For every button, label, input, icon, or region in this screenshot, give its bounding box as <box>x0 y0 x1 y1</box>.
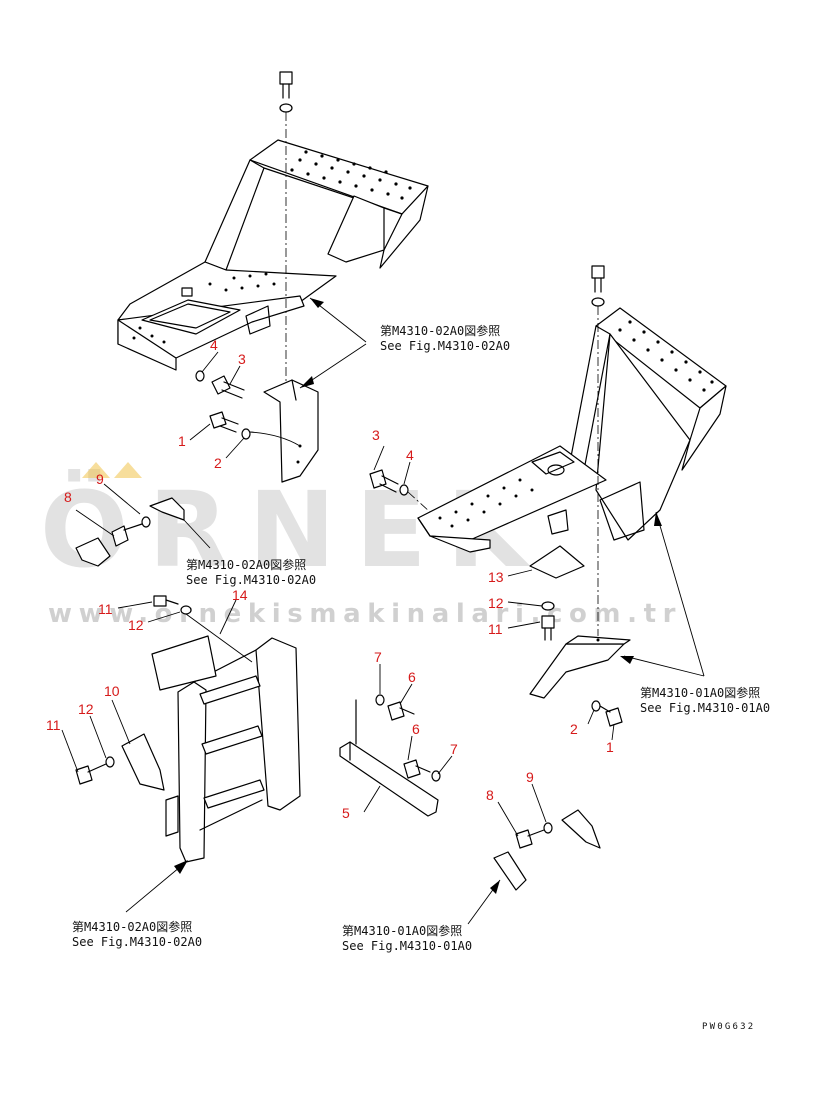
callout-1-left: 1 <box>178 433 186 449</box>
callout-8-left: 8 <box>64 489 72 505</box>
reference-note-bottom-center: 第M4310-01A0図参照 See Fig.M4310-01A0 <box>342 924 472 954</box>
right-floor-holes <box>438 478 534 528</box>
callout-3-top: 3 <box>238 351 246 367</box>
watermark-url: www.ornekismakinalari.com.tr <box>48 599 683 629</box>
callout-7-top: 7 <box>374 649 382 665</box>
reference-en: See Fig.M4310-01A0 <box>640 701 771 715</box>
deck-holes <box>290 150 412 200</box>
reference-en: See Fig.M4310-02A0 <box>380 339 511 353</box>
callout-7-lower: 7 <box>450 741 458 757</box>
watermark-accent-marks <box>82 462 142 478</box>
callout-11-ladder: 11 <box>46 717 61 733</box>
left-floor-frame <box>117 71 429 392</box>
callout-11-right: 11 <box>488 621 503 637</box>
drawing-code: PW0G632 <box>702 1022 756 1032</box>
callout-13: 13 <box>488 569 504 585</box>
callout-8-right: 8 <box>486 787 494 803</box>
callout-1-right: 1 <box>606 739 614 755</box>
callout-11-ladder-top: 11 <box>98 601 113 617</box>
reference-note-top: 第M4310-02A0図参照 See Fig.M4310-02A0 <box>380 324 510 354</box>
callout-9-left: 9 <box>96 471 104 487</box>
left-small-bracket <box>75 497 211 567</box>
callout-10: 10 <box>104 683 120 699</box>
callout-2-right: 2 <box>570 721 578 737</box>
right-floor-frame <box>369 265 727 727</box>
reference-en: See Fig.M4310-02A0 <box>186 573 317 587</box>
callout-9-right: 9 <box>526 769 534 785</box>
reference-note-right: 第M4310-01A0図参照 See Fig.M4310-01A0 <box>640 686 770 716</box>
right-small-bracket <box>467 809 601 925</box>
reference-jp: 第M4310-02A0図参照 <box>380 324 501 338</box>
callout-3-right: 3 <box>372 427 380 443</box>
callout-2-left: 2 <box>214 455 222 471</box>
ladder-assembly <box>75 595 301 913</box>
callout-14: 14 <box>232 587 248 603</box>
reference-jp: 第M4310-02A0図参照 <box>72 920 193 934</box>
reference-jp: 第M4310-01A0図参照 <box>640 686 761 700</box>
callout-4-right: 4 <box>406 447 414 463</box>
reference-en: See Fig.M4310-02A0 <box>72 935 203 949</box>
callout-5: 5 <box>342 805 350 821</box>
handrail-bar <box>339 694 441 817</box>
callout-12-ladder-top: 12 <box>128 617 144 633</box>
callout-6-lower: 6 <box>412 721 420 737</box>
callout-12-right: 12 <box>488 595 504 611</box>
callout-leaders <box>61 351 615 837</box>
callout-12-ladder: 12 <box>78 701 94 717</box>
reference-note-left: 第M4310-02A0図参照 See Fig.M4310-02A0 <box>186 558 316 588</box>
floor-holes <box>132 272 276 344</box>
reference-note-bottom-left: 第M4310-02A0図参照 See Fig.M4310-02A0 <box>72 920 202 950</box>
right-deck-holes <box>618 320 714 392</box>
reference-en: See Fig.M4310-01A0 <box>342 939 473 953</box>
left-support-bracket <box>195 297 367 483</box>
callout-6-top: 6 <box>408 669 416 685</box>
reference-jp: 第M4310-01A0図参照 <box>342 924 463 938</box>
reference-jp: 第M4310-02A0図参照 <box>186 558 307 572</box>
callout-4-top: 4 <box>210 337 218 353</box>
